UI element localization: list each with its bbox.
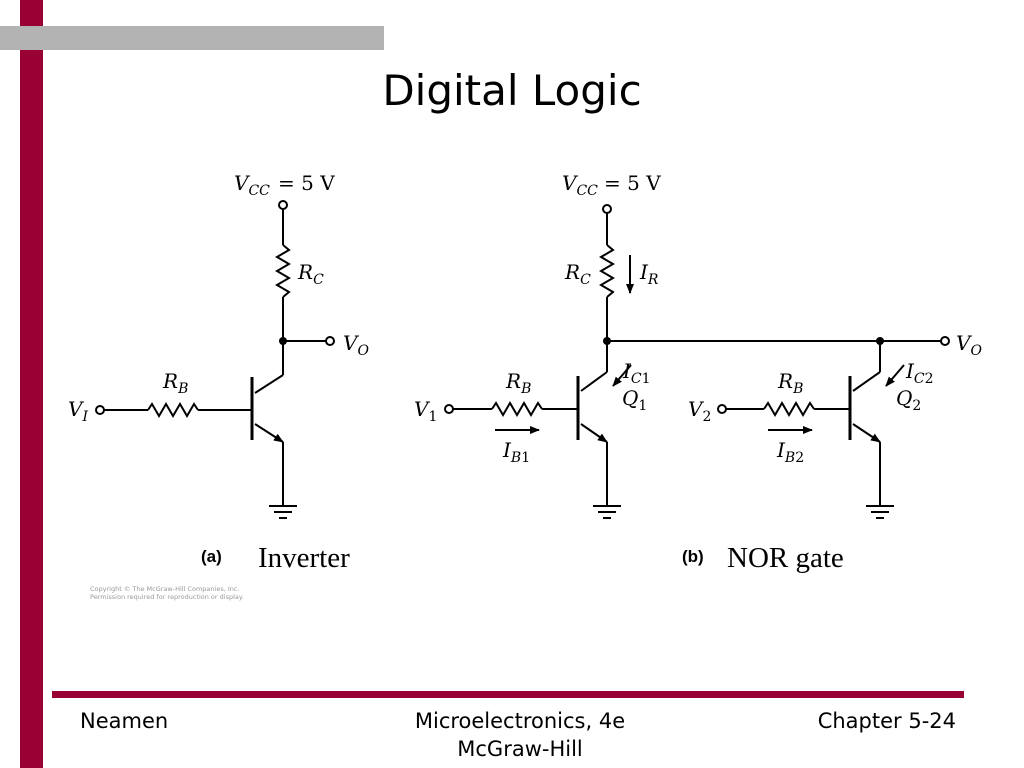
vo-label-b: VO (956, 331, 982, 359)
rc-label-b: RC (564, 260, 591, 288)
vo-label-a: VO (343, 331, 369, 359)
copyright-notice: Copyright © The McGraw-Hill Companies, I… (90, 585, 244, 601)
v1-terminal (444, 404, 454, 414)
slide-title: Digital Logic (382, 66, 642, 115)
ib2-label: IB2 (776, 438, 804, 466)
vo-terminal-b (940, 336, 950, 346)
rb-resistor-b1 (491, 401, 543, 417)
rb-label-a: RB (162, 369, 188, 397)
footer-book: Microelectronics, 4e McGraw-Hill (370, 707, 670, 763)
v2-label: V2 (688, 397, 711, 425)
rc-label-a: RC (297, 260, 324, 288)
v1-label: V1 (414, 397, 437, 425)
nor-gate-circuit (444, 204, 950, 519)
ir-label: IR (639, 260, 659, 288)
rc-resistor-b (599, 244, 615, 298)
ground-icon-q1 (593, 505, 621, 519)
footer-publisher: McGraw-Hill (457, 737, 583, 761)
rb-resistor-b2 (763, 401, 815, 417)
top-gray-bar (0, 26, 384, 50)
caption-letter-b: (b) (682, 547, 704, 566)
footer-author: Neamen (80, 709, 169, 733)
ground-icon-q2 (866, 505, 894, 519)
ground-icon-a (269, 505, 297, 519)
ic2-label: IC2 (905, 359, 934, 387)
ib1-label: IB1 (502, 438, 530, 466)
vcc-label-a: VCC (234, 171, 270, 199)
ic1-label: IC1 (622, 359, 651, 387)
footer-rule (52, 691, 964, 698)
q1-label: Q1 (622, 386, 647, 414)
ic2-arrow (885, 364, 905, 387)
vcc-value-a: = 5 V (278, 171, 335, 195)
vcc-terminal-b (602, 204, 612, 214)
q2-label: Q2 (896, 386, 921, 414)
rb1-label: RB (505, 369, 531, 397)
rc-resistor-a (275, 244, 291, 298)
vcc-value-b: = 5 V (604, 171, 661, 195)
vo-terminal-a (325, 336, 335, 346)
vcc-label-b: VCC (562, 171, 598, 199)
vi-terminal (95, 405, 105, 415)
copyright-line-1: Copyright © The McGraw-Hill Companies, I… (90, 585, 240, 593)
footer-book-title: Microelectronics, 4e (414, 709, 626, 733)
left-accent-bar (20, 0, 43, 768)
v2-terminal (717, 404, 727, 414)
caption-letter-a: (a) (201, 547, 222, 566)
labels-b: VCC = 5 V RC IR VO RB V1 IB1 IC1 Q1 RB V… (414, 171, 982, 466)
vi-label: VI (68, 397, 88, 425)
labels-a: VCC = 5 V RC RB VI VO (68, 171, 369, 425)
ic1-arrow (612, 364, 632, 387)
vcc-terminal-a (278, 200, 288, 210)
caption-nor-gate: NOR gate (727, 542, 844, 574)
caption-inverter: Inverter (258, 542, 350, 574)
copyright-line-2: Permission required for reproduction or … (90, 593, 244, 601)
inverter-circuit (95, 200, 335, 519)
rb-resistor-a (147, 402, 199, 418)
footer-chapter: Chapter 5-24 (817, 709, 956, 733)
rb2-label: RB (777, 369, 803, 397)
